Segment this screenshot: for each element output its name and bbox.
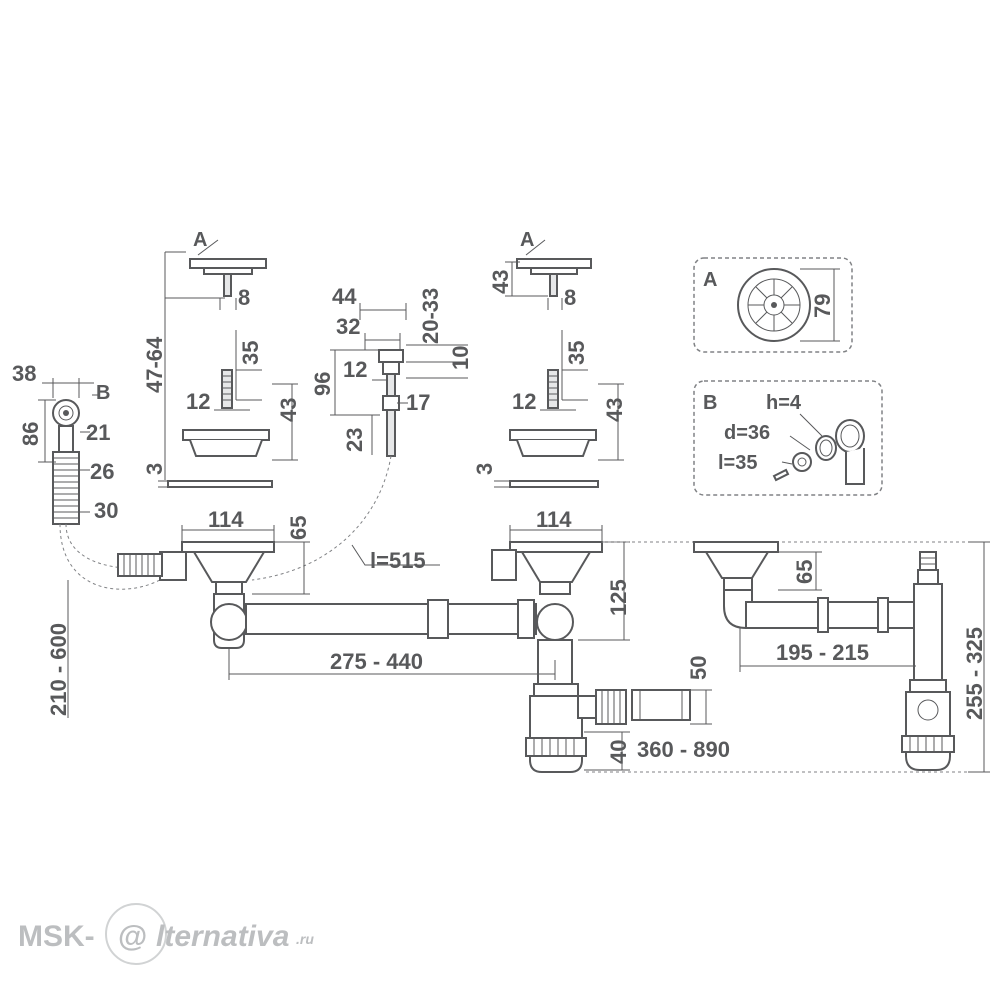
detail-a-box: [693, 257, 853, 353]
dim-overflow-width: 38: [12, 361, 36, 386]
dim-hose-360-890: 360 - 890: [637, 737, 730, 762]
watermark-at: @: [118, 920, 147, 953]
dim-detail-b-h: h=4: [766, 392, 802, 414]
letter-labels: A A B A B: [96, 229, 717, 414]
dim-detail-b-l: l=35: [718, 452, 757, 474]
dim-overflow-30: 30: [94, 498, 118, 523]
dim-trap-125: 125: [606, 579, 631, 616]
left-strainer-parts: [158, 239, 298, 488]
watermark-suffix: lternativa: [156, 920, 289, 953]
dim-cable-length: l=515: [370, 548, 426, 573]
dim-knob-12: 12: [343, 357, 367, 382]
dim-knob-23: 23: [342, 428, 367, 452]
dim-total-255-325: 255 - 325: [962, 627, 987, 720]
dim-knob-96: 96: [310, 372, 335, 396]
main-siphon-assembly: [117, 525, 980, 773]
left-overflow-nipple: [117, 553, 163, 577]
dimension-labels: 38 86 21 26 30 210 - 600 47-64 8 35 12 4…: [12, 270, 987, 764]
dim-pipe-275-440: 275 - 440: [330, 649, 423, 674]
dim-side-50: 50: [686, 656, 711, 680]
label-b-detail: B: [703, 392, 717, 414]
dim-outlet-65-left: 65: [286, 516, 311, 540]
dim-detail-b-d: d=36: [724, 422, 770, 444]
label-a-left: A: [193, 229, 207, 251]
dim-overflow-height: 86: [18, 422, 43, 446]
right-strainer-parts: [494, 239, 624, 488]
dim-alt-195-215: 195 - 215: [776, 640, 869, 665]
dim-alt-65: 65: [792, 560, 817, 584]
dim-basket-43-right: 43: [602, 398, 627, 422]
dim-overflow-21: 21: [86, 420, 110, 445]
dim-overflow-26: 26: [90, 459, 114, 484]
dim-gasket-3-right: 3: [472, 463, 497, 475]
label-b-overflow: B: [96, 382, 110, 404]
dim-bolt-35-right: 35: [564, 341, 589, 365]
label-a-right: A: [520, 229, 534, 251]
dim-knob-44: 44: [332, 284, 357, 309]
dim-knob-32: 32: [336, 314, 360, 339]
dim-bolt-12-right: 12: [512, 389, 536, 414]
dim-knob-10: 10: [448, 346, 473, 370]
dim-plug-43-right: 43: [488, 270, 513, 294]
dim-outlet-114-left: 114: [208, 507, 244, 532]
label-a-detail: A: [703, 269, 717, 291]
dim-hose-range: 210 - 600: [46, 623, 71, 716]
watermark-at-ring: [105, 903, 167, 965]
alternative-siphon: [693, 541, 990, 773]
dim-knob-20-33: 20-33: [418, 288, 443, 344]
dim-plug-leg-right: 8: [564, 285, 576, 310]
dim-detail-a-79: 79: [810, 294, 835, 318]
watermark: MSK- @ lternativa .ru: [18, 903, 314, 965]
dim-bolt-35-left: 35: [238, 341, 263, 365]
watermark-tld: .ru: [296, 931, 314, 947]
dim-outlet-114-right: 114: [536, 507, 572, 532]
dim-bolt-12-left: 12: [186, 389, 210, 414]
dim-basket-43-left: 43: [276, 398, 301, 422]
detail-b-box: [693, 380, 883, 496]
dim-plug-leg-left: 8: [238, 285, 250, 310]
watermark-prefix: MSK-: [18, 920, 95, 953]
dim-gasket-3-left: 3: [142, 463, 167, 475]
overflow-corrugated-hose: [52, 451, 80, 525]
dim-strainer-height-range: 47-64: [142, 336, 167, 393]
dim-side-40: 40: [606, 740, 631, 764]
popup-knob-assembly: [251, 303, 468, 581]
dim-knob-17: 17: [406, 390, 430, 415]
